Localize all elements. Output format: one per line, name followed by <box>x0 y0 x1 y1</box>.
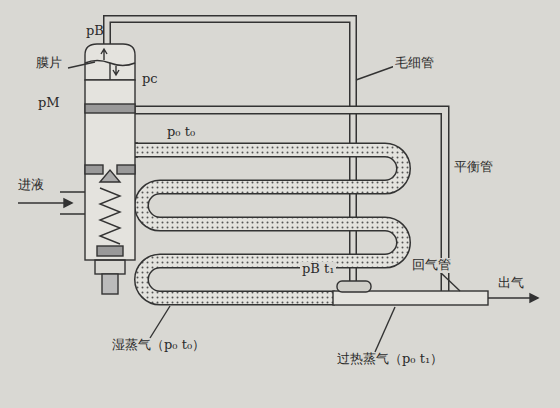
balance-pipe-label: 平衡管 <box>452 160 495 175</box>
superheated-vapor-label: 过热蒸气（p₀ t₁） <box>335 352 445 367</box>
pressure-temp-label: p₀ t₀ <box>165 125 197 140</box>
capillary-label: 毛细管 <box>393 56 436 71</box>
pressure-label: pM <box>36 96 62 111</box>
wet-vapor-label: 湿蒸气（p₀ t₀） <box>110 338 207 353</box>
outlet-label: 出气 <box>496 276 526 291</box>
return-pipe-label: 回气管 <box>410 258 453 273</box>
bulb-label: pB t₁ <box>300 262 336 277</box>
inlet-label: 进液 <box>16 178 46 193</box>
pressure-label: pc <box>140 72 160 87</box>
pressure-label: pB <box>84 24 106 39</box>
diaphragm-label: 膜片 <box>34 56 64 71</box>
